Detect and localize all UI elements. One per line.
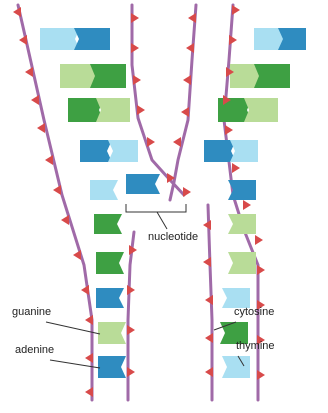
phosphate-inner-right-0 — [188, 13, 196, 23]
base-left-rung-4-a — [80, 140, 112, 162]
base-adenine-example — [98, 356, 126, 378]
phosphate-outer-right-11 — [257, 370, 265, 380]
base-right-single-3 — [228, 252, 256, 274]
phosphate-inner-left-10 — [127, 367, 135, 377]
label-pointers — [46, 204, 244, 368]
base-right-single-2 — [228, 214, 256, 234]
base-left-rung-3-b — [96, 98, 130, 122]
phosphate-inner-left-8 — [127, 285, 135, 295]
phosphate-inner-right-4 — [173, 137, 181, 147]
phosphate-outer-right-5 — [232, 163, 240, 173]
phosphate-inner-left-1 — [131, 43, 139, 53]
phosphate-inner-right-5 — [203, 220, 211, 230]
base-thymine-example — [222, 356, 250, 378]
phosphate-outer-left-11 — [85, 353, 93, 363]
phosphate-inner-left-9 — [127, 325, 135, 335]
phosphate-inner-left-4 — [147, 137, 155, 147]
guanine-label: guanine — [12, 306, 51, 318]
base-left-single-3 — [96, 252, 124, 274]
base-right-rung-2-b — [254, 64, 290, 88]
phosphate-inner-right-6 — [203, 257, 211, 267]
phosphate-outer-right-8 — [257, 265, 265, 275]
base-right-rung-3-b — [244, 98, 278, 122]
phosphate-inner-right-2 — [183, 75, 191, 85]
base-left-single-1 — [90, 180, 118, 200]
thymine-label: thymine — [236, 340, 275, 352]
phosphate-inner-left-2 — [133, 75, 141, 85]
base-left-single-4 — [96, 288, 124, 308]
phosphate-inner-right-7 — [205, 295, 213, 305]
base-right-rung-4-b — [230, 140, 258, 162]
nitrogen-bases — [40, 28, 306, 378]
phosphate-inner-right-3 — [181, 107, 189, 117]
phosphate-inner-left-0 — [131, 13, 139, 23]
phosphate-outer-left-9 — [81, 285, 89, 295]
base-right-single-4 — [222, 288, 250, 308]
phosphate-inner-right-1 — [186, 43, 194, 53]
adenine-label: adenine — [15, 344, 54, 356]
phosphate-inner-left-3 — [137, 105, 145, 115]
base-guanine-example — [98, 322, 126, 344]
phosphate-outer-right-7 — [255, 235, 263, 245]
phosphate-outer-left-1 — [19, 35, 27, 45]
base-left-rung-1-a — [40, 28, 80, 50]
backbone-inner-right — [170, 5, 196, 200]
nucleotide-pointer — [157, 212, 167, 229]
phosphate-outer-left-0 — [13, 7, 21, 17]
phosphate-outer-left-7 — [61, 215, 69, 225]
phosphate-outer-left-10 — [85, 315, 93, 325]
nucleotide-bracket — [126, 204, 186, 212]
phosphate-outer-left-8 — [73, 250, 81, 260]
phosphate-outer-left-6 — [53, 185, 61, 195]
cytosine-label: cytosine — [234, 306, 274, 318]
base-right-rung-4-a — [204, 140, 236, 162]
nucleotide-label: nucleotide — [148, 231, 198, 243]
phosphate-outer-left-12 — [85, 387, 93, 397]
phosphate-outer-right-4 — [225, 125, 233, 135]
phosphate-inner-right-8 — [205, 333, 213, 343]
base-left-single-2 — [94, 214, 122, 234]
base-left-rung-4-b — [108, 140, 138, 162]
phosphate-outer-left-2 — [25, 67, 33, 77]
base-left-rung-2-b — [90, 64, 126, 88]
phosphate-outer-left-3 — [31, 95, 39, 105]
phosphate-inner-left-6 — [183, 187, 191, 197]
phosphate-outer-left-5 — [45, 155, 53, 165]
base-left-rung-1-b — [74, 28, 110, 50]
base-free-nucleotide — [126, 174, 160, 194]
phosphate-outer-right-1 — [229, 35, 237, 45]
phosphate-outer-left-4 — [37, 123, 45, 133]
phosphate-outer-right-0 — [232, 5, 240, 15]
phosphate-inner-right-9 — [205, 367, 213, 377]
phosphate-outer-right-6 — [243, 200, 251, 210]
